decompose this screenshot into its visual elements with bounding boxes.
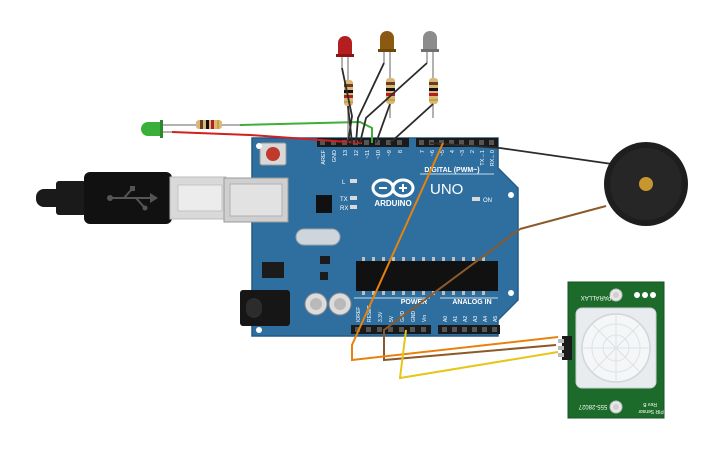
- led-rx-label: RX: [340, 206, 348, 212]
- pin-label-11: ~11: [365, 150, 371, 159]
- pin-label-9: ~9: [387, 150, 393, 156]
- pin-label-a5: A5: [493, 316, 499, 322]
- pin-label-a0: A0: [443, 316, 449, 322]
- led-on: [472, 197, 480, 201]
- pin-label-3: ~3: [460, 150, 466, 156]
- usb-plug-icon: [107, 186, 158, 211]
- led-brown[interactable]: [378, 31, 396, 63]
- pin-label-reset: RESET: [367, 305, 373, 322]
- resistor-4[interactable]: [172, 120, 240, 129]
- pin-label-3v3: 3.3V: [378, 311, 384, 322]
- pir-brand-label: PARALLAX: [581, 294, 612, 300]
- pin-label-7: 7: [420, 150, 426, 153]
- led-tx-label: TX: [340, 197, 348, 203]
- pin-label-10: ~10: [376, 150, 382, 159]
- pin-label-0: RX←0: [490, 150, 496, 166]
- pin-label-a2: A2: [463, 316, 469, 322]
- pir-part-label: 555-28027: [578, 403, 607, 409]
- pin-label-aref: AREF: [321, 149, 327, 164]
- pin-label-5v: 5V: [389, 315, 395, 322]
- piezo-buzzer[interactable]: [604, 142, 688, 226]
- model-label: UNO: [430, 181, 463, 198]
- pir-model-label: PIR Sensor: [638, 408, 664, 414]
- power-header[interactable]: [351, 325, 431, 334]
- wire-brown-buzzer[interactable]: [383, 205, 607, 362]
- digital-header-label: DIGITAL (PWM~): [424, 167, 479, 174]
- pin-label-2: 2: [470, 150, 476, 153]
- led-tx: [350, 196, 357, 200]
- pir-rev-label: Rev B: [643, 401, 657, 407]
- power-header-label: POWER: [401, 299, 427, 306]
- pin-label-4: 4: [450, 150, 456, 153]
- pin-label-a1: A1: [453, 316, 459, 322]
- wire-orange[interactable]: [351, 142, 559, 362]
- pin-label-gnd-2: GND: [411, 311, 417, 323]
- pin-label-5: ~5: [440, 150, 446, 156]
- led-l: [350, 179, 357, 183]
- analog-header[interactable]: [438, 325, 500, 334]
- brand-label: ARDUINO: [374, 199, 411, 208]
- led-rx: [350, 205, 357, 209]
- pin-label-vin: Vin: [422, 315, 428, 322]
- resistor-3[interactable]: [429, 63, 438, 118]
- led-l-label: L: [342, 180, 346, 186]
- infinity-logo-icon: [371, 178, 415, 198]
- wire-yellow[interactable]: [398, 329, 559, 380]
- analog-header-label: ANALOG IN: [452, 299, 491, 306]
- pin-label-a4: A4: [483, 316, 489, 322]
- led-green[interactable]: [141, 120, 172, 138]
- on-label: ON: [483, 198, 492, 204]
- resistor-1[interactable]: [344, 68, 353, 140]
- led-grey[interactable]: [421, 31, 439, 63]
- wire-green[interactable]: [239, 120, 373, 143]
- pin-label-1: TX→1: [480, 150, 486, 166]
- pin-label-ioref: IOREF: [356, 307, 362, 322]
- arduino-uno-board[interactable]: ARDUINO UNO L TX RX ON: [223, 137, 519, 337]
- wire-black-group[interactable]: [341, 62, 613, 165]
- pin-label-6: ~6: [430, 150, 436, 156]
- pir-sensor[interactable]: PARALLAX PIR Sensor Rev B 555-28027: [558, 281, 665, 419]
- pir-header-pins[interactable]: [558, 336, 572, 360]
- pin-label-12: 12: [354, 150, 360, 156]
- pin-label-a3: A3: [473, 316, 479, 322]
- wire-red[interactable]: [171, 131, 363, 144]
- usb-cable[interactable]: [36, 172, 227, 224]
- pin-label-13: 13: [343, 150, 349, 156]
- reset-button[interactable]: [259, 142, 287, 166]
- pin-label-gnd: GND: [332, 150, 338, 162]
- pin-label-8: 8: [398, 150, 404, 153]
- led-red[interactable]: [336, 36, 354, 68]
